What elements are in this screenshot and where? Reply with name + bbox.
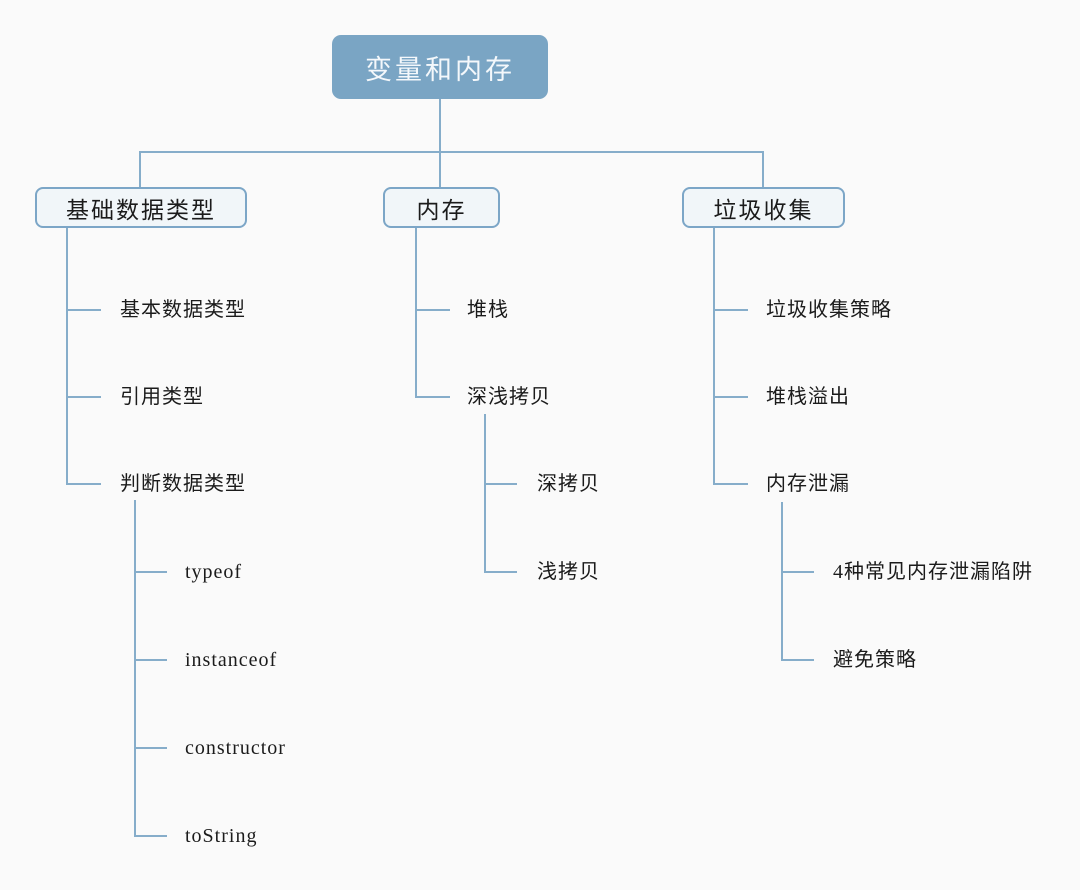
connector-spine-type-checking <box>134 500 136 837</box>
node-type-checking: 判断数据类型 <box>120 473 246 495</box>
node-root: 变量和内存 <box>332 35 548 99</box>
node-gc-strategy: 垃圾收集策略 <box>766 299 892 321</box>
connector-tick <box>713 483 748 485</box>
connector-tick <box>66 309 101 311</box>
connector-drop-left <box>139 151 141 187</box>
node-deep-shallow: 深浅拷贝 <box>467 386 551 408</box>
node-shallow-copy: 浅拷贝 <box>537 561 600 583</box>
connector-tick <box>484 571 517 573</box>
node-avoid-strategy: 避免策略 <box>833 649 917 671</box>
node-memory-leak: 内存泄漏 <box>766 473 850 495</box>
connector-spine-left <box>66 228 68 485</box>
node-garbage-collection: 垃圾收集 <box>682 187 845 228</box>
node-memory-label: 内存 <box>416 197 467 223</box>
connector-spine-memory-leak <box>781 502 783 661</box>
node-basic-data-types-label: 基础数据类型 <box>66 197 216 223</box>
connector-tick <box>66 483 101 485</box>
connector-drop-right <box>762 151 764 187</box>
connector-drop-middle <box>439 151 441 187</box>
connector-tick <box>134 659 167 661</box>
connector-tick <box>415 309 450 311</box>
node-reference-types: 引用类型 <box>120 386 204 408</box>
connector-tick <box>781 571 814 573</box>
connector-tick <box>415 396 450 398</box>
connector-tick <box>713 396 748 398</box>
connector-root-trunk <box>439 99 441 153</box>
node-instanceof: instanceof <box>185 649 278 671</box>
node-memory: 内存 <box>383 187 500 228</box>
node-primitive-types: 基本数据类型 <box>120 299 246 321</box>
node-stack-heap: 堆栈 <box>467 299 509 321</box>
node-leak-traps: 4种常见内存泄漏陷阱 <box>833 561 1033 583</box>
connector-trunk-horizontal <box>139 151 764 153</box>
connector-tick <box>134 747 167 749</box>
node-stack-overflow: 堆栈溢出 <box>766 386 850 408</box>
connector-spine-middle <box>415 228 417 398</box>
node-garbage-collection-label: 垃圾收集 <box>713 197 814 223</box>
connector-tick <box>781 659 814 661</box>
connector-tick <box>66 396 101 398</box>
node-constructor: constructor <box>185 737 286 759</box>
connector-tick <box>713 309 748 311</box>
connector-tick <box>484 483 517 485</box>
connector-spine-copy <box>484 414 486 573</box>
connector-tick <box>134 571 167 573</box>
connector-tick <box>134 835 167 837</box>
node-basic-data-types: 基础数据类型 <box>35 187 247 228</box>
connector-spine-right <box>713 228 715 485</box>
node-tostring: toString <box>185 825 258 847</box>
node-deep-copy: 深拷贝 <box>537 473 600 495</box>
node-root-label: 变量和内存 <box>365 54 515 85</box>
node-typeof: typeof <box>185 561 243 583</box>
